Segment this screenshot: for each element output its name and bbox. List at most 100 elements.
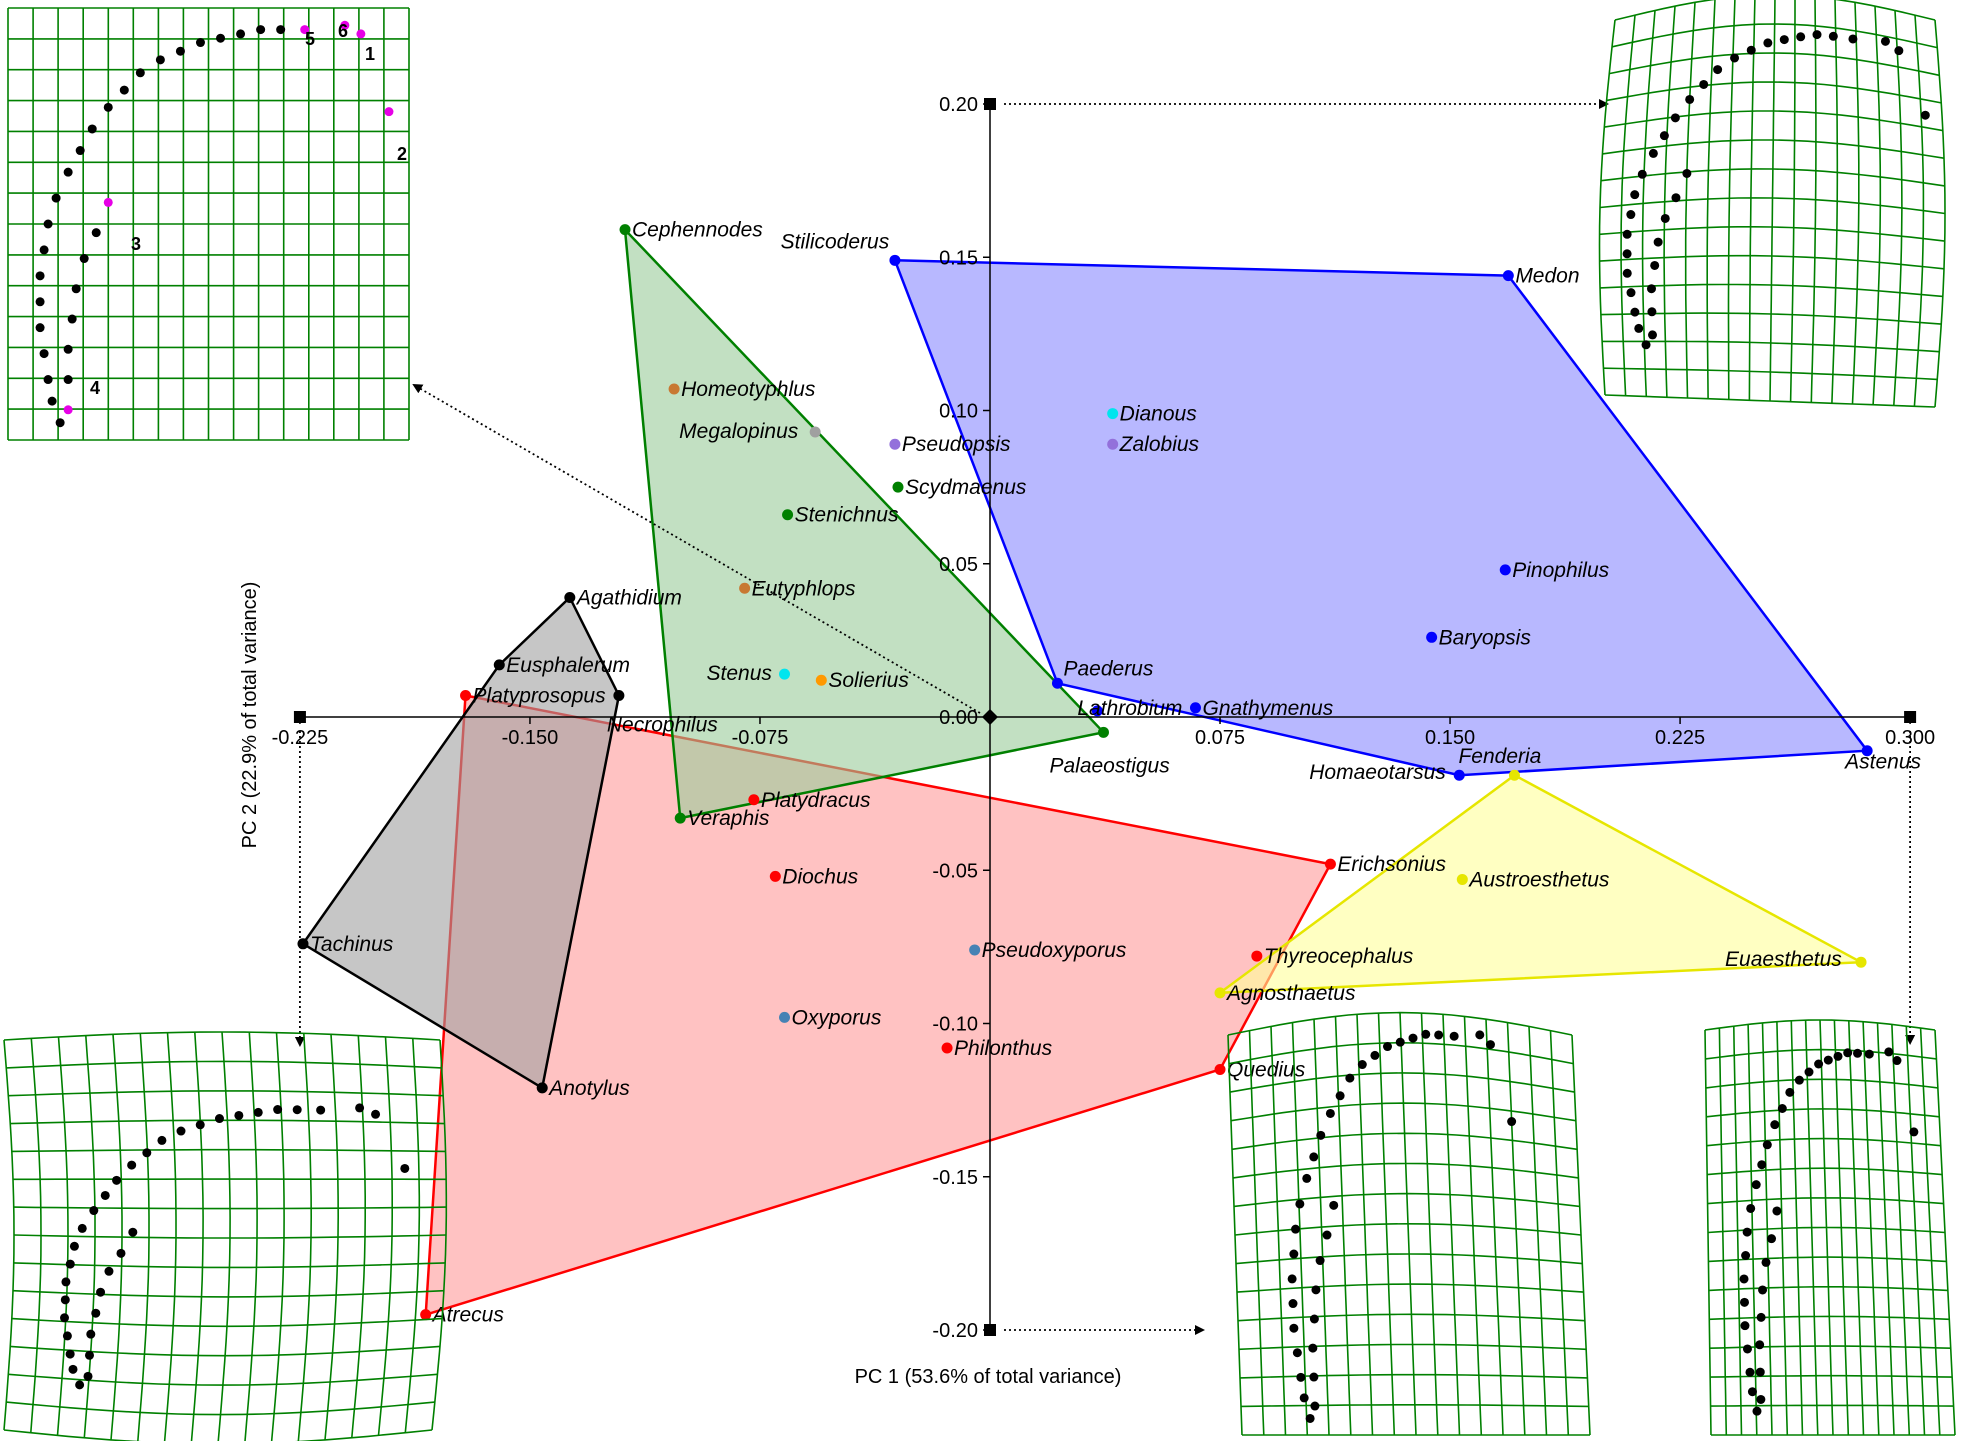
label-oxyporus: Oxyporus xyxy=(792,1006,882,1029)
label-quedius: Quedius xyxy=(1227,1058,1306,1081)
point-baryopsis xyxy=(1426,631,1438,643)
point-paederus xyxy=(1051,677,1063,689)
point-quedius xyxy=(1214,1063,1226,1075)
landmark-label: 4 xyxy=(90,378,100,398)
x-tick-label: -0.075 xyxy=(732,727,789,749)
point-homaeotarsus xyxy=(1453,769,1465,781)
point-stilicoderus xyxy=(889,254,901,266)
label-megalopinus: Megalopinus xyxy=(679,420,799,443)
y-tick-label: 0.15 xyxy=(939,247,978,269)
y-tick-label: -0.10 xyxy=(932,1014,978,1036)
point-tachinus xyxy=(297,938,309,950)
point-platyprosopus xyxy=(460,690,472,702)
point-agnosthaetus xyxy=(1214,987,1226,999)
y-tick-label: -0.05 xyxy=(932,860,978,882)
point-platydracus xyxy=(748,794,760,806)
hull-4 xyxy=(1215,773,1866,995)
point-oxyporus xyxy=(779,1011,791,1023)
point-anotylus xyxy=(536,1082,548,1094)
point-pseudoxyporus xyxy=(969,944,981,956)
point-diochus xyxy=(769,870,781,882)
y-tick-label: 0.05 xyxy=(939,554,978,576)
point-palaeostigus xyxy=(1097,726,1109,738)
grid-bottom-right xyxy=(1704,1019,1956,1436)
y-tick-label: -0.15 xyxy=(932,1167,978,1189)
y-tick-label: -0.20 xyxy=(932,1320,978,1342)
point-philonthus xyxy=(941,1042,953,1054)
point-astenus xyxy=(1861,745,1873,757)
point-eusphalerum xyxy=(493,659,505,671)
label-tachinus: Tachinus xyxy=(310,933,394,956)
point-veraphis xyxy=(674,812,686,824)
label-homaeotarsus: Homaeotarsus xyxy=(1309,761,1446,784)
label-zalobius: Zalobius xyxy=(1119,433,1200,456)
label-austroesthetus: Austroesthetus xyxy=(1467,868,1610,891)
label-medon: Medon xyxy=(1515,265,1579,288)
landmark-label: 5 xyxy=(305,29,315,49)
label-necrophilus: Necrophilus xyxy=(607,714,718,737)
point-gnathymenus xyxy=(1189,702,1201,714)
point-pseudopsis xyxy=(889,438,901,450)
point-stenus xyxy=(779,668,791,680)
label-platydracus: Platydracus xyxy=(761,789,871,812)
hull-1 xyxy=(301,595,621,1090)
x-tick-label: 0.150 xyxy=(1425,727,1475,749)
label-eutyphlops: Eutyphlops xyxy=(752,577,856,600)
label-euaesthetus: Euaesthetus xyxy=(1725,948,1842,971)
point-scydmaenus xyxy=(892,481,904,493)
convex-hulls xyxy=(301,226,1870,1317)
label-pinophilus: Pinophilus xyxy=(1512,559,1609,582)
point-labels: CephennodesHomeotyphlusMegalopinusPseudo… xyxy=(310,219,1922,1327)
y-tick-label: 0.00 xyxy=(939,707,978,729)
point-agathidium xyxy=(564,591,576,603)
hull-3 xyxy=(893,259,1870,777)
label-lathrobium: Lathrobium xyxy=(1077,697,1182,720)
deformation-grids: 5 61 2 3 4 xyxy=(3,0,1956,1441)
label-pseudopsis: Pseudopsis xyxy=(902,433,1011,456)
point-pinophilus xyxy=(1499,564,1511,576)
consensus-grid: 5 61 2 3 4 xyxy=(7,7,410,441)
y-axis-title: PC 2 (22.9% of total variance) xyxy=(239,582,261,849)
point-thyreocephalus xyxy=(1251,950,1263,962)
point-austroesthetus xyxy=(1456,873,1468,885)
label-astenus: Astenus xyxy=(1843,751,1921,774)
label-agnosthaetus: Agnosthaetus xyxy=(1225,982,1356,1005)
grid-top-right xyxy=(1598,0,1946,408)
point-erichsonius xyxy=(1324,858,1336,870)
x-tick-label: 0.075 xyxy=(1195,727,1245,749)
point-cephennodes xyxy=(619,224,631,236)
label-stilicoderus: Stilicoderus xyxy=(781,230,890,253)
label-atrecus: Atrecus xyxy=(431,1304,505,1327)
label-cephennodes: Cephennodes xyxy=(632,219,763,242)
label-thyreocephalus: Thyreocephalus xyxy=(1264,945,1414,968)
label-veraphis: Veraphis xyxy=(687,807,770,830)
label-diochus: Diochus xyxy=(782,865,858,888)
landmark-label: 1 xyxy=(365,44,375,64)
label-agathidium: Agathidium xyxy=(575,586,682,609)
label-philonthus: Philonthus xyxy=(954,1037,1053,1060)
label-gnathymenus: Gnathymenus xyxy=(1202,697,1333,720)
label-palaeostigus: Palaeostigus xyxy=(1049,754,1170,777)
grid-bottom-center xyxy=(1227,1011,1591,1436)
point-necrophilus xyxy=(613,690,625,702)
landmark-label: 3 xyxy=(131,234,141,254)
label-solierius: Solierius xyxy=(828,669,909,692)
x-tick-label: -0.150 xyxy=(502,727,559,749)
label-erichsonius: Erichsonius xyxy=(1337,853,1446,876)
label-homeotyphlus: Homeotyphlus xyxy=(681,378,816,401)
label-scydmaenus: Scydmaenus xyxy=(905,476,1027,499)
y-tick-label: 0.20 xyxy=(939,94,978,116)
grid-bottom-left xyxy=(3,1031,448,1441)
landmark-label: 6 xyxy=(338,21,348,41)
deformation-arrows xyxy=(294,99,1916,1335)
point-fenderia xyxy=(1508,769,1520,781)
label-dianous: Dianous xyxy=(1120,403,1198,426)
hull-2 xyxy=(623,226,1106,820)
label-stenus: Stenus xyxy=(707,662,773,685)
label-anotylus: Anotylus xyxy=(547,1077,630,1100)
label-eusphalerum: Eusphalerum xyxy=(506,654,630,677)
point-lathrobium xyxy=(1091,705,1103,717)
point-homeotyphlus xyxy=(668,383,680,395)
landmark-label: 2 xyxy=(397,144,407,164)
